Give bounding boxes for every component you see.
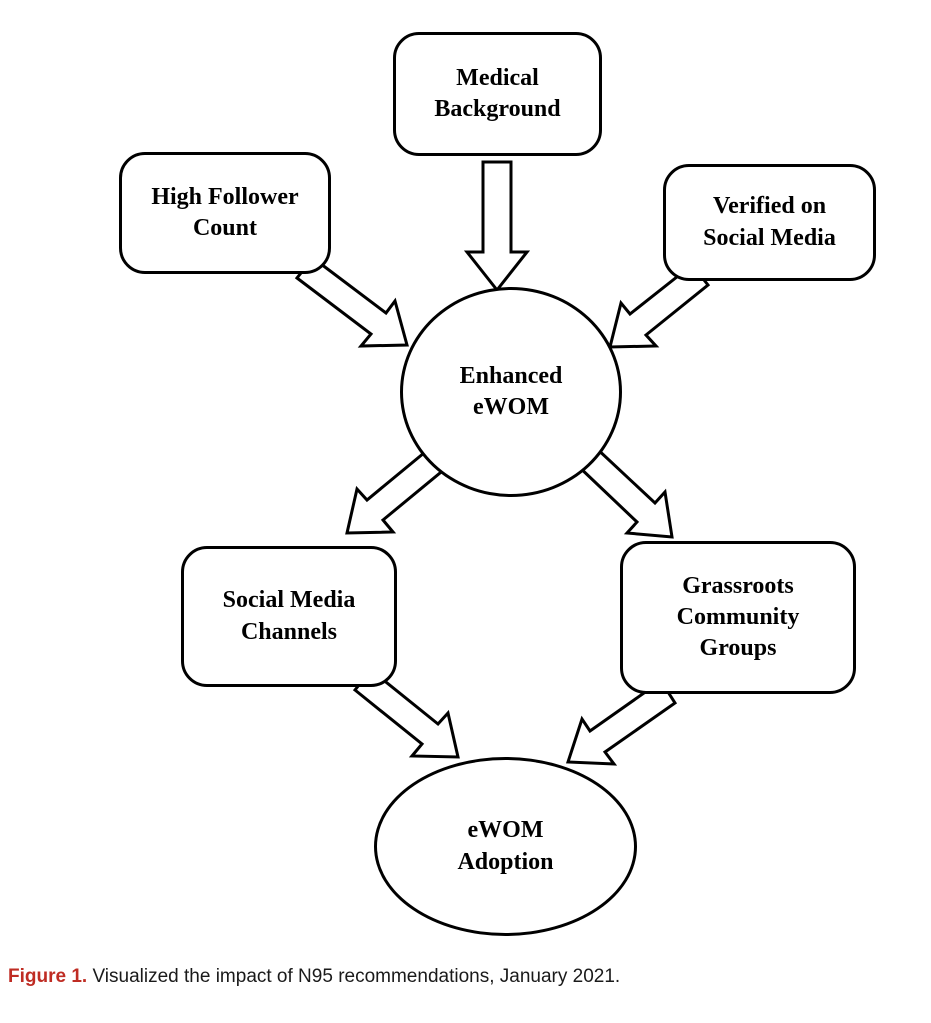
figure-caption: Figure 1. Visualized the impact of N95 r… bbox=[8, 966, 923, 988]
node-verified-social-media-label: Verified on Social Media bbox=[703, 193, 836, 251]
node-verified-social-media: Verified on Social Media bbox=[663, 164, 876, 281]
arrow-medical-background-to-enhanced-ewom bbox=[463, 160, 531, 293]
arrow-enhanced-ewom-to-social-media-channels bbox=[345, 445, 449, 535]
node-enhanced-ewom-label: Enhanced eWOM bbox=[459, 362, 563, 420]
node-ewom-adoption: eWOM Adoption bbox=[374, 757, 637, 936]
node-grassroots-groups: Grassroots Community Groups bbox=[620, 541, 856, 694]
arrow-grassroots-groups-to-ewom-adoption bbox=[565, 678, 678, 766]
node-medical-background: Medical Background bbox=[393, 32, 602, 156]
arrow-verified-social-media-to-enhanced-ewom bbox=[608, 262, 711, 349]
arrow-enhanced-ewom-to-grassroots-groups bbox=[573, 443, 674, 539]
node-grassroots-groups-label: Grassroots Community Groups bbox=[676, 572, 800, 662]
node-enhanced-ewom: Enhanced eWOM bbox=[400, 287, 622, 497]
node-ewom-adoption-label: eWOM Adoption bbox=[457, 817, 554, 875]
figure-caption-number: Figure 1. bbox=[8, 966, 88, 987]
node-medical-background-label: Medical Background bbox=[434, 64, 561, 122]
node-social-media-channels: Social Media Channels bbox=[181, 546, 397, 687]
node-high-follower-count: High Follower Count bbox=[119, 152, 331, 274]
figure-caption-text: Visualized the impact of N95 recommendat… bbox=[87, 966, 621, 987]
node-high-follower-count-label: High Follower Count bbox=[151, 183, 299, 241]
arrow-high-follower-count-to-enhanced-ewom bbox=[294, 255, 409, 348]
node-social-media-channels-label: Social Media Channels bbox=[222, 587, 356, 645]
